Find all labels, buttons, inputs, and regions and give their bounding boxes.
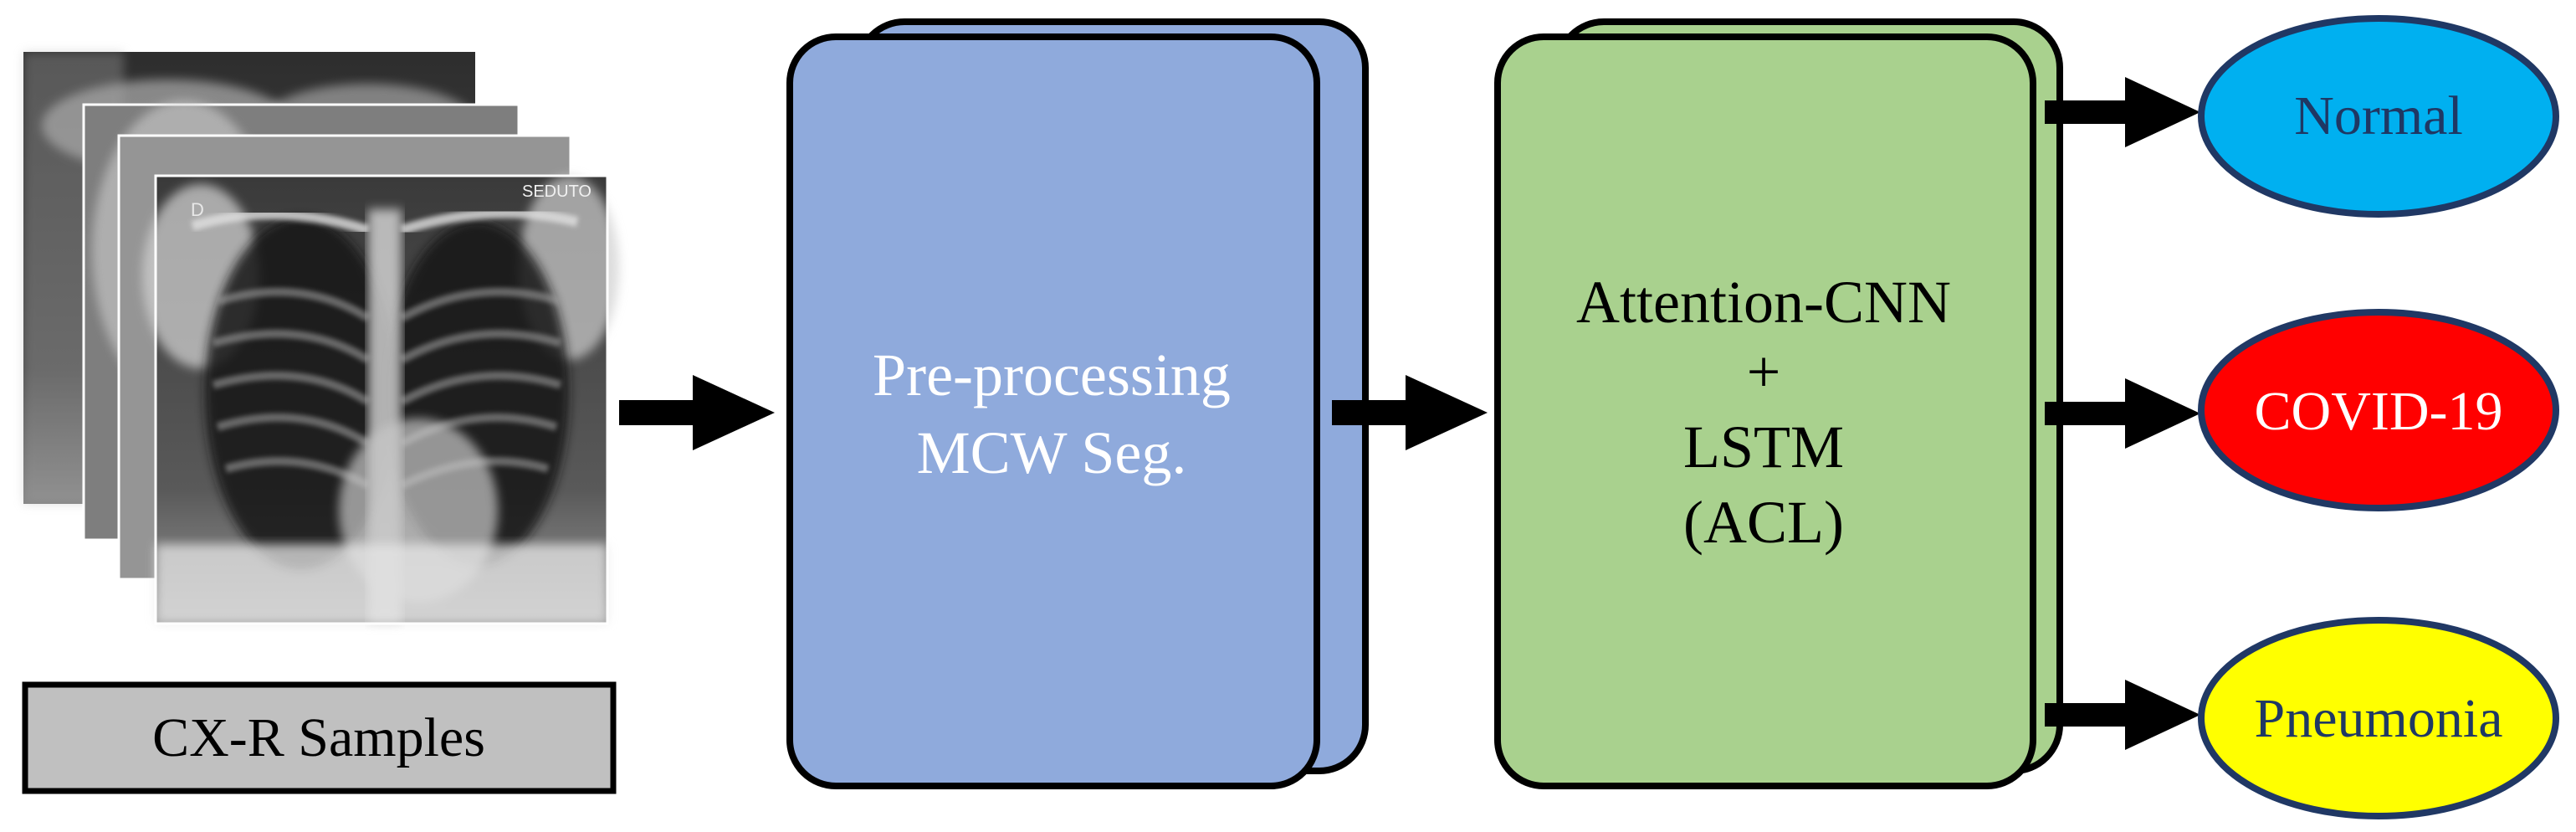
model-line2: +: [1747, 338, 1781, 405]
model-line3: LSTM: [1683, 413, 1844, 480]
arrow-to-normal: [2045, 77, 2200, 147]
xray-corner-text: SEDUTO: [522, 182, 592, 201]
arrow-samples-to-preprocess: [619, 375, 775, 450]
model-block: Attention-CNN + LSTM (ACL): [1494, 18, 2063, 789]
preprocess-block: Pre-processing MCW Seg.: [786, 18, 1369, 789]
samples-label: CX-R Samples: [152, 707, 485, 768]
arrow-preprocess-to-model: [1332, 375, 1488, 450]
output-pneumonia-label: Pneumonia: [2255, 688, 2503, 749]
output-normal-label: Normal: [2294, 85, 2463, 146]
arrow-to-covid: [2045, 378, 2200, 449]
arrow-to-pneumonia: [2045, 680, 2200, 750]
xray-stack: D SEDUTO: [23, 52, 619, 625]
output-pneumonia-ellipse: [2198, 617, 2559, 819]
output-covid-label: COVID-19: [2255, 381, 2503, 442]
samples-label-box: CX-R Samples: [22, 681, 617, 794]
output-covid: COVID-19: [2198, 309, 2559, 511]
xray-marker: D: [191, 199, 204, 220]
output-pneumonia: Pneumonia: [2198, 617, 2559, 819]
model-line1: Attention-CNN: [1576, 269, 1951, 336]
output-covid-ellipse: [2198, 309, 2559, 511]
xray-image-front: D SEDUTO: [142, 174, 619, 625]
preprocess-line2: MCW Seg.: [917, 419, 1187, 486]
model-line4: (ACL): [1683, 489, 1844, 556]
output-normal-ellipse: [2198, 15, 2559, 218]
preprocess-line1: Pre-processing: [873, 342, 1231, 408]
output-normal: Normal: [2198, 15, 2559, 218]
